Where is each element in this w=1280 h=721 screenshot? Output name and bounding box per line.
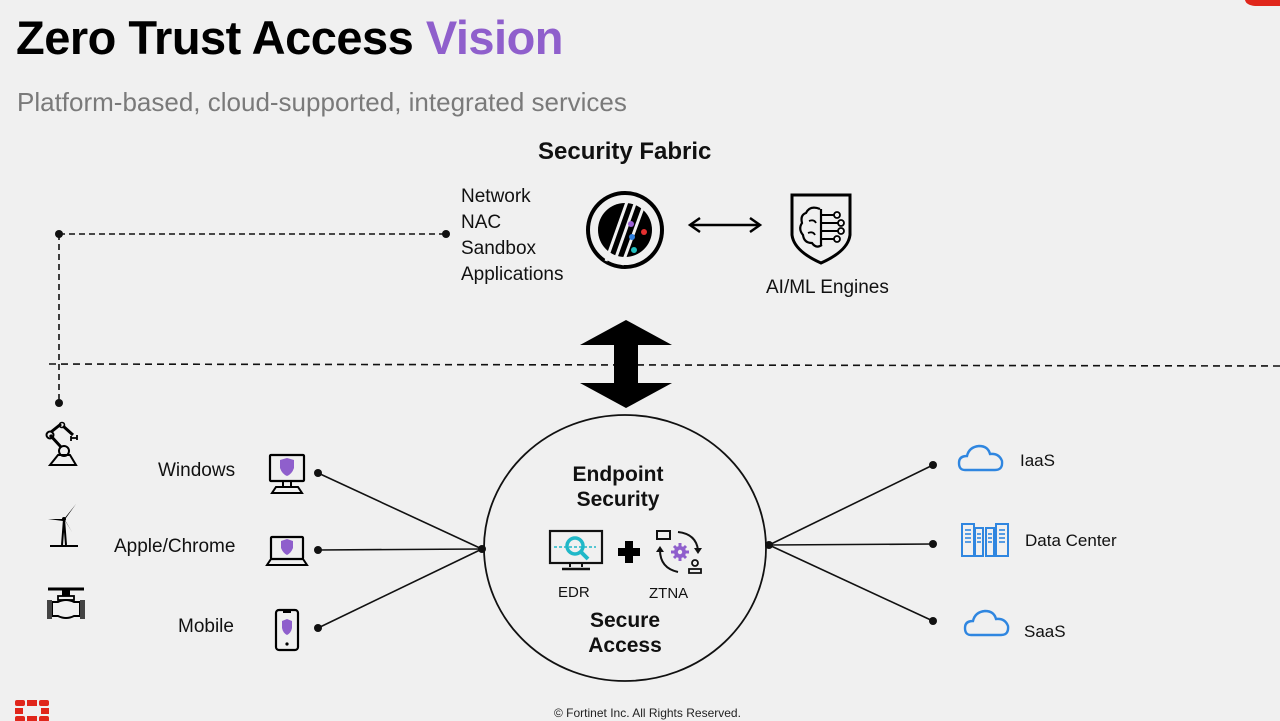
fortinet-logo-icon xyxy=(15,700,49,721)
title-main: Zero Trust Access xyxy=(16,11,414,64)
robotic-arm-icon xyxy=(45,421,78,466)
security-fabric-title: Security Fabric xyxy=(538,138,712,165)
connector-dot xyxy=(442,230,450,238)
secure-access-title: Secure Access xyxy=(588,609,662,657)
endpoint-label-windows: Windows xyxy=(158,460,236,481)
ai-ml-engines-label: AI/ML Engines xyxy=(766,277,889,298)
desktop-shield-icon xyxy=(268,453,306,494)
title-accent: Vision xyxy=(425,11,564,64)
ztna-label: ZTNA xyxy=(649,585,689,602)
ai-brain-shield-icon xyxy=(790,193,852,265)
destination-label-data-center: Data Center xyxy=(1025,531,1117,550)
cloud-boundary-divider xyxy=(48,363,1280,367)
endpoint-label-apple-chrome: Apple/Chrome xyxy=(114,536,236,557)
edr-label: EDR xyxy=(558,584,590,601)
fabric-item: Applications xyxy=(461,264,564,285)
wind-turbine-icon xyxy=(48,504,78,547)
vertical-double-arrow-icon xyxy=(580,320,672,408)
slide-subtitle: Platform-based, cloud-supported, integra… xyxy=(17,87,627,117)
security-fabric-icon xyxy=(586,191,664,269)
ztna-icon xyxy=(656,530,702,574)
copyright-footer: © Fortinet Inc. All Rights Reserved. xyxy=(554,706,741,720)
edr-monitor-icon xyxy=(548,529,604,571)
iaas-cloud-icon xyxy=(957,444,1004,472)
valve-icon xyxy=(47,587,85,619)
fabric-items-list: Network NAC Sandbox Applications xyxy=(461,184,563,288)
destination-label-iaas: IaaS xyxy=(1020,451,1055,470)
bidirectional-arrow-icon xyxy=(687,216,763,234)
saas-cloud-icon xyxy=(963,609,1010,637)
slide-title: Zero Trust Access Vision xyxy=(16,10,564,65)
fabric-item: Sandbox xyxy=(461,238,537,259)
fabric-item: Network xyxy=(461,186,531,207)
endpoint-label-mobile: Mobile xyxy=(178,616,234,637)
mobile-shield-icon xyxy=(274,608,300,652)
laptop-shield-icon xyxy=(265,535,309,566)
connector-dot xyxy=(55,399,63,407)
destination-label-saas: SaaS xyxy=(1024,622,1066,641)
data-center-icon xyxy=(961,523,1009,557)
plus-icon xyxy=(618,541,640,563)
fabric-item: NAC xyxy=(461,212,502,233)
endpoint-security-title: Endpoint Security xyxy=(572,463,664,511)
connector-dot xyxy=(55,230,63,238)
